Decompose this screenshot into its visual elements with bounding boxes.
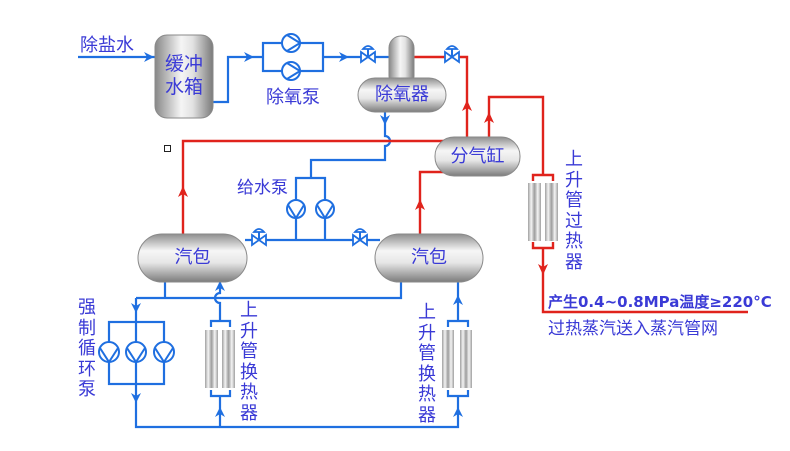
riser-superheater-label: 上升管过热器: [565, 149, 583, 273]
flow-arrow-icon: [453, 295, 463, 305]
output-spec-label: 产生0.4~0.8MPa温度≥220°C: [548, 293, 772, 311]
selection-handle: [164, 145, 171, 152]
left-riser-upper-pipe: [213, 282, 222, 321]
right-riser-exchanger-label: 上升管换热器: [418, 302, 436, 426]
left-drum-steam-pipe: [181, 139, 445, 236]
feed-water-pump-icon: [286, 199, 306, 220]
flow-arrow-icon: [339, 52, 349, 62]
flow-arrow-icon: [538, 264, 548, 275]
circulation-pump-icon: [153, 341, 175, 364]
demineralized-water-label: 除盐水: [80, 35, 134, 56]
right-drum-steam-pipe: [418, 170, 445, 236]
valve-icon: [352, 228, 368, 247]
circulation-pump-icon: [125, 341, 147, 364]
flow-arrow-icon: [215, 407, 225, 417]
flow-arrow-icon: [131, 393, 141, 403]
deaerator-label: 除氧器: [375, 84, 429, 105]
feed-water-pump-label: 给水泵: [237, 178, 288, 198]
flow-arrow-icon: [462, 100, 472, 111]
lower-header-pipe: [136, 282, 403, 300]
valve-icon: [444, 45, 460, 64]
circulation-pump-icon: [98, 341, 120, 364]
right-drum-label: 汽包: [411, 247, 447, 268]
deaerator-pump-icon: [281, 33, 302, 53]
buffer-to-deaerator-pump-pipe: [213, 55, 263, 104]
deaerator-pump-icon: [281, 61, 302, 81]
steam-header-vessel: [434, 136, 521, 177]
flow-arrow-icon: [144, 52, 154, 62]
flow-arrow-icon: [215, 281, 225, 291]
flow-arrow-icon: [484, 112, 494, 123]
flow-arrow-icon: [244, 52, 254, 62]
left-drum-label: 汽包: [174, 247, 211, 268]
valve-icon: [360, 45, 376, 64]
flow-arrow-icon: [131, 303, 141, 313]
deaerator-tank: [357, 77, 447, 113]
feed-water-pump-icon: [315, 199, 335, 220]
output-destination-label: 过热蒸汽送入蒸汽管网: [548, 319, 718, 339]
buffer-tank-label-line2: 水箱: [164, 76, 203, 98]
circulation-return-pipe: [134, 298, 460, 429]
deaerator-downcomer-pipe: [309, 112, 392, 178]
deaerator-pump-label: 除氧泵: [266, 87, 320, 108]
buffer-tank-label: 缓冲 水箱: [155, 53, 213, 99]
flow-arrow-icon: [380, 115, 390, 125]
deaerator-steam-pipe: [412, 55, 469, 140]
flow-arrow-icon: [453, 407, 463, 417]
left-riser-heat-exchanger: [205, 319, 235, 398]
steam-header-label: 分气缸: [450, 146, 505, 167]
forced-circulation-pump-label: 强制循环泵: [78, 297, 96, 400]
buffer-tank-label-line1: 缓冲: [164, 53, 203, 75]
right-riser-heat-exchanger: [442, 319, 472, 398]
flow-arrow-icon: [178, 186, 188, 197]
left-steam-drum: [137, 233, 248, 283]
flow-arrow-icon: [415, 199, 425, 210]
riser-superheater: [528, 173, 558, 250]
buffer-tank: [154, 34, 214, 119]
valve-icon: [251, 228, 267, 247]
right-steam-drum: [374, 233, 484, 283]
left-riser-exchanger-label: 上升管换热器: [240, 300, 258, 424]
